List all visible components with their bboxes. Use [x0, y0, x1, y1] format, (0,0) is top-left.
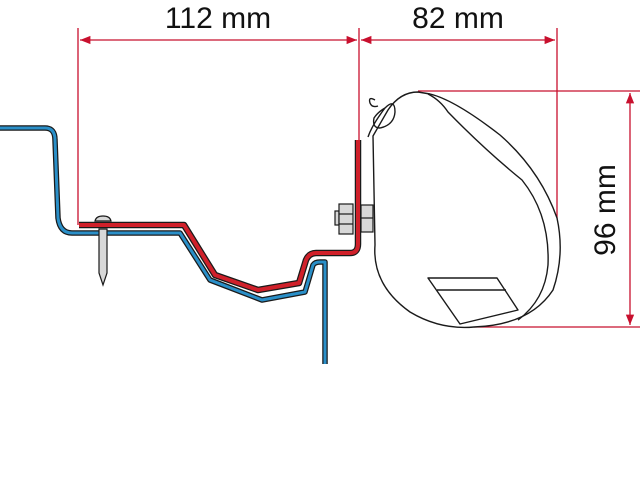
- dimension-label-112: 112 mm: [165, 2, 271, 35]
- vehicle-roof-profile: [0, 125, 328, 364]
- adapter-bracket: [79, 140, 362, 294]
- dimension-label-96: 96 mm: [589, 164, 622, 256]
- dimension-lines: [77, 28, 640, 328]
- dimension-label-82: 82 mm: [412, 2, 504, 35]
- screw-icon: [94, 215, 112, 287]
- bolt-nut-icon: [334, 203, 374, 235]
- awning-cassette: [367, 91, 561, 329]
